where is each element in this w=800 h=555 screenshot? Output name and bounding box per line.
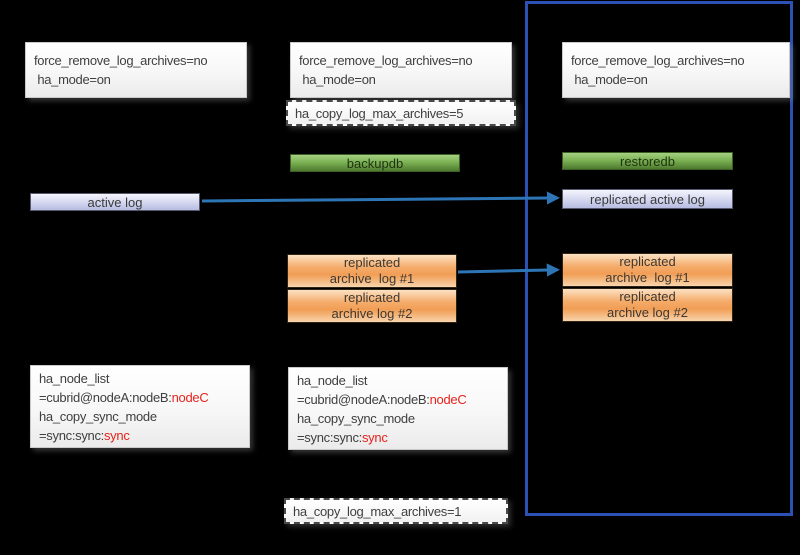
sync-mode-highlight: sync <box>361 429 388 445</box>
replicated-active-log-box: replicated active log <box>562 189 733 209</box>
node-list-highlight: nodeC <box>429 391 467 407</box>
config-line: =sync:sync:sync <box>39 426 241 445</box>
archive-log-line: replicated <box>619 254 676 269</box>
middle-config-box: force_remove_log_archives=no ha_mode=on <box>290 42 512 98</box>
replicated-active-log-label: replicated active log <box>590 191 705 207</box>
config-line: ha_copy_sync_mode <box>297 410 415 426</box>
archive-log-line: archive log #2 <box>607 305 688 320</box>
max-archives-1-box: ha_copy_log_max_archives=1 <box>284 498 508 524</box>
slave-replicated-archive-log-1-box: replicated archive log #1 <box>562 253 733 287</box>
backupdb-label: backupdb <box>346 155 404 171</box>
config-line: force_remove_log_archives=no <box>571 53 745 68</box>
archive-log-line: replicated <box>343 255 401 270</box>
node-list-value: =cubrid@nodeA:nodeB: <box>297 391 430 407</box>
master-node-list-box: ha_node_list =cubrid@nodeA:nodeB:nodeC h… <box>30 365 250 448</box>
archive-log-line: archive log #1 <box>605 270 690 285</box>
backupdb-box: backupdb <box>290 154 460 172</box>
middle-node-list-box: ha_node_list =cubrid@nodeA:nodeB:nodeC h… <box>288 367 508 450</box>
config-line: ha_node_list <box>297 372 368 388</box>
config-line: =cubrid@nodeA:nodeB:nodeC <box>39 388 241 407</box>
restoredb-box: restoredb <box>562 152 733 170</box>
sync-mode-highlight: sync <box>103 427 130 443</box>
config-line: ha_mode=on <box>299 72 376 87</box>
config-line: force_remove_log_archives=no <box>299 53 473 68</box>
restoredb-label: restoredb <box>620 153 675 169</box>
sync-mode-value: =sync:sync: <box>39 427 104 443</box>
slave-node-frame <box>525 1 793 516</box>
archive-log-line: archive log #1 <box>329 271 415 286</box>
sync-mode-value: =sync:sync: <box>297 429 362 445</box>
middle-replicated-archive-log-2-box: replicated archive log #2 <box>287 289 457 323</box>
slave-config-box: force_remove_log_archives=no ha_mode=on <box>562 42 790 98</box>
config-line: ha_node_list <box>39 370 110 386</box>
master-config-box: force_remove_log_archives=no ha_mode=on <box>25 42 247 98</box>
max-archives-1-label: ha_copy_log_max_archives=1 <box>293 503 462 519</box>
config-line: =cubrid@nodeA:nodeB:nodeC <box>297 390 499 409</box>
config-line: ha_mode=on <box>571 72 648 87</box>
config-line: force_remove_log_archives=no <box>34 53 208 68</box>
archive-log-line: archive log #2 <box>331 306 413 321</box>
node-list-highlight: nodeC <box>171 389 209 405</box>
node-list-value: =cubrid@nodeA:nodeB: <box>39 389 172 405</box>
max-archives-5-label: ha_copy_log_max_archives=5 <box>295 105 464 121</box>
archive-log-line: replicated <box>343 290 401 305</box>
config-line: =sync:sync:sync <box>297 428 499 447</box>
config-line: ha_copy_sync_mode <box>39 408 157 424</box>
max-archives-5-box: ha_copy_log_max_archives=5 <box>286 100 516 126</box>
config-line: ha_mode=on <box>34 72 111 87</box>
archive-log-line: replicated <box>619 289 676 304</box>
active-log-label: active log <box>87 194 143 210</box>
middle-replicated-archive-log-1-box: replicated archive log #1 <box>287 254 457 288</box>
slave-replicated-archive-log-2-box: replicated archive log #2 <box>562 288 733 322</box>
master-active-log-box: active log <box>30 193 200 211</box>
active-log-copy-arrow <box>201 191 560 205</box>
